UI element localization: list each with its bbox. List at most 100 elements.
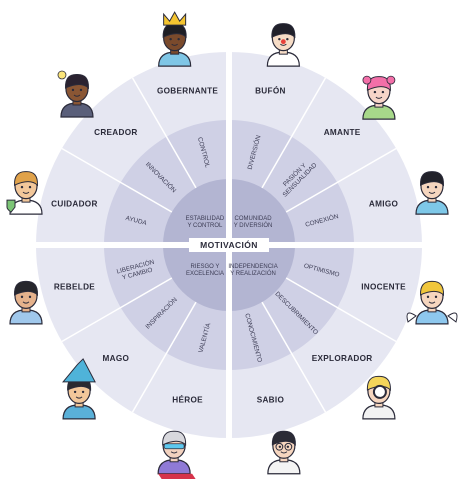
sector-divider xyxy=(285,147,397,213)
hair-bun xyxy=(386,75,396,85)
core-label-line: Y CONTROL xyxy=(188,223,224,229)
magnifier-icon xyxy=(372,384,387,399)
avatar-eye xyxy=(278,37,281,41)
avatar-mouth xyxy=(375,96,383,99)
sector-divider xyxy=(261,301,327,413)
archetype-name-4: AMANTE xyxy=(324,128,361,137)
sabio-avatar xyxy=(267,430,301,475)
avatar-eye xyxy=(426,295,430,299)
avatar-eye xyxy=(20,185,24,189)
sector-divider xyxy=(131,301,197,413)
gobernante-avatar xyxy=(158,11,192,67)
archetype-name-3: BUFÓN xyxy=(255,84,286,95)
archetype-name-7: EXPLORADOR xyxy=(312,354,373,363)
center-band xyxy=(189,238,269,252)
amante-avatar xyxy=(362,75,396,120)
sector-divider xyxy=(61,147,173,213)
avatar-eye xyxy=(28,185,32,189)
avatar-hair xyxy=(13,280,39,296)
archetype-name-6: INOCENTE xyxy=(361,282,406,291)
avatar-eye xyxy=(79,88,83,92)
avatar-mouth xyxy=(73,94,81,97)
avatar-eye xyxy=(71,88,75,92)
wing-icon xyxy=(447,312,458,323)
sector-divider xyxy=(261,77,327,189)
core-label-line: Y REALIZACIÓN xyxy=(230,270,276,277)
inocente-avatar xyxy=(406,280,458,325)
glasses-icon xyxy=(275,442,284,451)
core-label-line: EXCELENCIA xyxy=(186,271,224,277)
wheel-dividers xyxy=(34,50,424,440)
avatar-mouth xyxy=(428,301,436,304)
avatar-mouth xyxy=(280,43,287,46)
avatar-eye xyxy=(169,37,172,41)
avatar-mouth xyxy=(22,191,30,194)
cape-icon xyxy=(158,473,196,479)
avatar-mouth xyxy=(75,396,83,399)
wing-icon xyxy=(406,312,417,323)
shield-icon xyxy=(6,199,16,213)
hair-bun xyxy=(362,75,372,85)
avatar-hair xyxy=(419,280,445,296)
avatar-hair xyxy=(13,171,39,187)
avatar-hair xyxy=(162,23,187,39)
archetype-name-5: AMIGO xyxy=(369,200,399,209)
avatar-eye xyxy=(177,37,180,41)
heroe-avatar xyxy=(157,430,196,479)
core-label-line: RIESGO Y xyxy=(191,264,220,270)
cuidador-avatar xyxy=(6,171,43,215)
avatar-mouth xyxy=(22,301,30,304)
lightbulb-icon xyxy=(57,70,67,80)
avatar-mouth xyxy=(170,451,178,454)
avatar-hair xyxy=(64,73,89,90)
avatar-eye xyxy=(373,90,377,94)
archetype-name-1: CREADOR xyxy=(94,128,138,137)
avatar-eye xyxy=(278,445,282,448)
sector-divider xyxy=(61,277,173,343)
core-label-line: ESTABILIDAD xyxy=(186,216,225,222)
sector-divider xyxy=(131,77,197,189)
archetype-name-8: SABIO xyxy=(257,396,285,405)
avatar-eye xyxy=(81,390,85,394)
avatar-hair xyxy=(419,171,445,187)
avatar-eye xyxy=(28,295,32,299)
mago-avatar xyxy=(62,358,96,420)
glasses-icon xyxy=(284,442,293,451)
archetype-name-11: REBELDE xyxy=(54,282,95,291)
core-label-line: COMUNIDAD xyxy=(235,216,273,222)
avatar-mouth xyxy=(428,191,436,194)
archetype-name-10: MAGO xyxy=(103,354,130,363)
core-label-line: Y DIVERSIÓN xyxy=(234,222,273,229)
avatar-mouth xyxy=(280,451,288,454)
avatar-hair xyxy=(271,23,296,39)
avatar-hair xyxy=(271,430,296,446)
amigo-avatar xyxy=(415,171,449,215)
archetype-name-9: HÉROE xyxy=(172,395,203,405)
avatar-eye xyxy=(381,90,385,94)
avatar-eye xyxy=(286,445,290,448)
hero-mask-icon xyxy=(163,443,185,450)
clown-nose-icon xyxy=(280,39,286,45)
crown-icon xyxy=(163,11,187,26)
rebelde-avatar xyxy=(9,280,43,325)
avatar-eye xyxy=(434,185,438,189)
avatar-eye xyxy=(286,37,289,41)
avatar-eye xyxy=(434,295,438,299)
creador-avatar xyxy=(57,70,94,118)
sector-divider xyxy=(285,277,397,343)
avatar-eye xyxy=(73,390,77,394)
avatar-hair xyxy=(162,430,187,446)
avatars xyxy=(6,11,458,479)
avatar-mouth xyxy=(171,43,178,46)
archetype-name-2: CUIDADOR xyxy=(51,200,98,209)
bufon-avatar xyxy=(266,23,300,67)
wizard-hat-icon xyxy=(62,358,96,383)
center-label: MOTIVACIÓN xyxy=(200,239,258,250)
archetype-name-0: GOBERNANTE xyxy=(157,86,218,95)
